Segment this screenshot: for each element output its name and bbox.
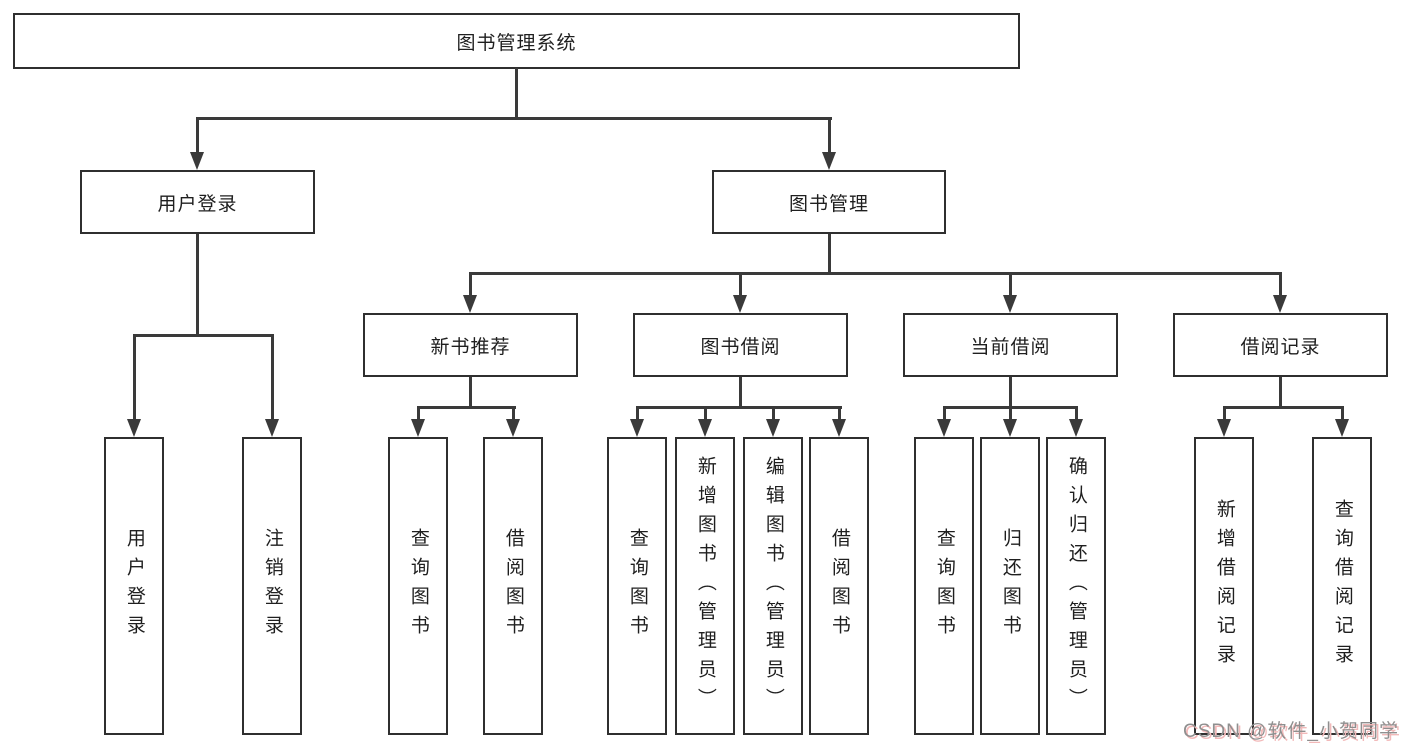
arrow-down-icon: [630, 419, 644, 437]
arrow-down-icon: [1069, 419, 1083, 437]
connector-user-login-bar: [133, 334, 274, 337]
leaf-query-books-current: 查询图书: [914, 437, 974, 735]
connector-bar: [1223, 406, 1344, 409]
connector-arrow-stem: [1341, 407, 1344, 421]
connector-stub: [1009, 377, 1012, 408]
leaf-borrow-books-recommend: 借阅图书: [483, 437, 543, 735]
leaf-edit-book-admin-label: 编辑图书（管理员）: [762, 455, 784, 717]
connector-arrow-stem: [417, 407, 420, 421]
leaf-user-login: 用户登录: [104, 437, 164, 735]
leaf-confirm-return-admin: 确认归还（管理员）: [1046, 437, 1106, 735]
node-user-login: 用户登录: [80, 170, 315, 234]
connector-arrow-stem: [512, 407, 515, 421]
node-user-login-label: 用户登录: [157, 193, 238, 215]
connector-arrow-stem: [1279, 273, 1282, 298]
connector-arrow-stem: [1009, 407, 1012, 421]
arrow-down-icon: [766, 419, 780, 437]
leaf-logout: 注销登录: [242, 437, 302, 735]
connector-arrow-stem: [1223, 407, 1226, 421]
leaf-query-books-borrow-label: 查询图书: [626, 528, 648, 644]
arrow-down-icon: [506, 419, 520, 437]
connector-book-mgmt-stub: [828, 234, 831, 274]
arrow-down-icon: [411, 419, 425, 437]
leaf-query-borrow-record-label: 查询借阅记录: [1331, 499, 1353, 673]
connector-arrow-stem: [704, 407, 707, 421]
connector-arrow-stem: [838, 407, 841, 421]
connector-arrow-stem: [943, 407, 946, 421]
leaf-return-book: 归还图书: [980, 437, 1040, 735]
arrow-down-icon: [1003, 419, 1017, 437]
arrow-down-icon: [463, 295, 477, 313]
leaf-borrow-books-borrow: 借阅图书: [809, 437, 869, 735]
leaf-add-borrow-record: 新增借阅记录: [1194, 437, 1254, 735]
leaf-query-books-current-label: 查询图书: [933, 528, 955, 644]
node-new-book-recommend-label: 新书推荐: [430, 336, 511, 358]
connector-level1-bar: [196, 117, 832, 120]
leaf-add-book-admin-label: 新增图书（管理员）: [694, 455, 716, 717]
leaf-add-borrow-record-label: 新增借阅记录: [1213, 499, 1235, 673]
connector-stub: [469, 377, 472, 408]
arrow-down-icon: [937, 419, 951, 437]
leaf-confirm-return-admin-label: 确认归还（管理员）: [1065, 455, 1087, 717]
arrow-down-icon: [265, 419, 279, 437]
node-root: 图书管理系统: [13, 13, 1020, 69]
connector-arrow-stem: [196, 118, 199, 155]
node-book-borrow-label: 图书借阅: [700, 336, 781, 358]
arrow-down-icon: [1335, 419, 1349, 437]
leaf-query-borrow-record: 查询借阅记录: [1312, 437, 1372, 735]
arrow-down-icon: [1273, 295, 1287, 313]
node-book-borrow: 图书借阅: [633, 313, 848, 377]
leaf-user-login-label: 用户登录: [123, 528, 145, 644]
arrow-down-icon: [822, 152, 836, 170]
connector-bar: [417, 406, 516, 409]
leaf-borrow-books-borrow-label: 借阅图书: [828, 528, 850, 644]
connector-stub: [1279, 377, 1282, 408]
node-borrow-records: 借阅记录: [1173, 313, 1388, 377]
node-new-book-recommend: 新书推荐: [363, 313, 578, 377]
leaf-borrow-books-recommend-label: 借阅图书: [502, 528, 524, 644]
node-root-label: 图书管理系统: [456, 32, 577, 54]
leaf-return-book-label: 归还图书: [999, 528, 1021, 644]
node-current-borrow-label: 当前借阅: [970, 336, 1051, 358]
connector-level3-bar: [469, 272, 1282, 275]
leaf-add-book-admin: 新增图书（管理员）: [675, 437, 735, 735]
arrow-down-icon: [832, 419, 846, 437]
connector-arrow-stem: [271, 335, 274, 421]
leaf-query-books-borrow: 查询图书: [607, 437, 667, 735]
connector-arrow-stem: [636, 407, 639, 421]
arrow-down-icon: [190, 152, 204, 170]
connector-arrow-stem: [739, 273, 742, 298]
connector-stub: [739, 377, 742, 408]
arrow-down-icon: [1003, 295, 1017, 313]
node-book-management: 图书管理: [712, 170, 946, 234]
leaf-logout-label: 注销登录: [261, 528, 283, 644]
node-book-management-label: 图书管理: [788, 193, 869, 215]
connector-arrow-stem: [772, 407, 775, 421]
connector-bar: [636, 406, 842, 409]
node-borrow-records-label: 借阅记录: [1240, 336, 1321, 358]
connector-arrow-stem: [1075, 407, 1078, 421]
arrow-down-icon: [698, 419, 712, 437]
arrow-down-icon: [733, 295, 747, 313]
leaf-edit-book-admin: 编辑图书（管理员）: [743, 437, 803, 735]
connector-arrow-stem: [828, 118, 831, 155]
connector-arrow-stem: [133, 335, 136, 421]
connector-arrow-stem: [1009, 273, 1012, 298]
connector-arrow-stem: [469, 273, 472, 298]
leaf-query-books-recommend: 查询图书: [388, 437, 448, 735]
leaf-query-books-recommend-label: 查询图书: [407, 528, 429, 644]
node-current-borrow: 当前借阅: [903, 313, 1118, 377]
connector-user-login-stub: [196, 234, 199, 336]
arrow-down-icon: [127, 419, 141, 437]
connector-root-stub: [515, 68, 518, 119]
csdn-watermark: CSDN @软件_小贺同学: [1183, 721, 1399, 742]
arrow-down-icon: [1217, 419, 1231, 437]
